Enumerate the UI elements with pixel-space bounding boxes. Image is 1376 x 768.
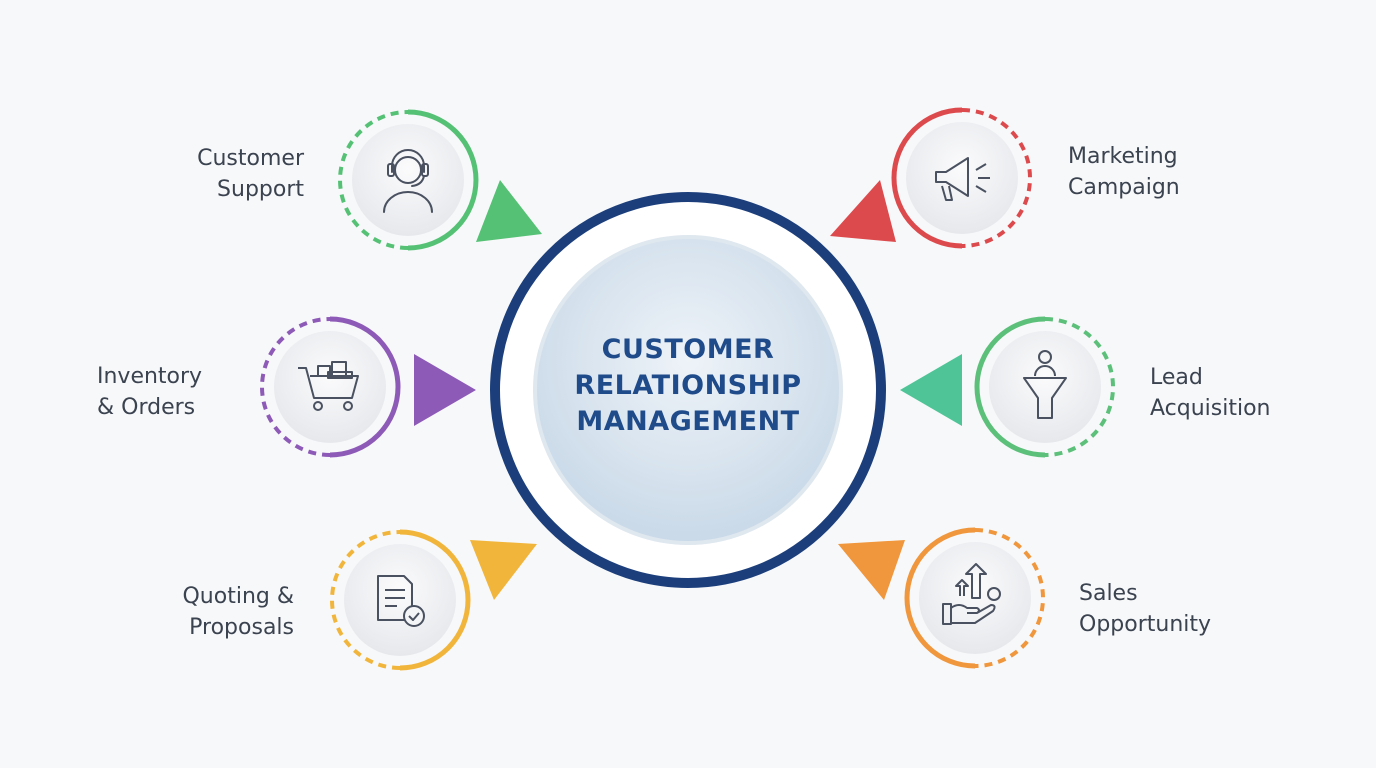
- label-line: Sales: [1079, 581, 1138, 606]
- funnel-person-icon: [1023, 350, 1067, 419]
- document-check-icon: [377, 575, 425, 627]
- center-title-line1: CUSTOMER: [601, 334, 775, 365]
- label-line: Quoting &: [182, 584, 294, 609]
- label-line: Opportunity: [1079, 612, 1212, 637]
- hand-growth-icon: [942, 563, 1001, 625]
- node-marketing-campaign: [891, 107, 1032, 249]
- arrow-lead-acquisition: [900, 354, 962, 426]
- headset-agent-icon: [383, 149, 433, 213]
- node-lead-acquisition: [974, 316, 1115, 458]
- arrow-inventory-orders: [414, 354, 476, 426]
- node-customer-support: [338, 109, 479, 251]
- label-lead-acquisition: Lead Acquisition: [1150, 362, 1271, 424]
- label-line: Customer: [197, 146, 304, 171]
- arrow-sales-opportunity: [838, 540, 905, 600]
- label-line: Acquisition: [1150, 396, 1271, 421]
- arrow-customer-support: [476, 180, 542, 242]
- label-line: Proposals: [189, 615, 294, 640]
- center-title-line3: MANAGEMENT: [576, 406, 800, 437]
- label-customer-support: Customer Support: [197, 143, 304, 205]
- label-line: Inventory: [97, 364, 203, 389]
- center-title: CUSTOMER RELATIONSHIP MANAGEMENT: [538, 332, 838, 440]
- arrow-quoting-proposals: [470, 540, 537, 600]
- label-line: Campaign: [1068, 175, 1180, 200]
- arrow-marketing-campaign: [830, 180, 896, 242]
- center-title-line2: RELATIONSHIP: [574, 370, 802, 401]
- label-marketing-campaign: Marketing Campaign: [1068, 141, 1180, 203]
- shopping-cart-icon: [298, 361, 359, 411]
- center-inner-circle: [533, 235, 843, 545]
- label-line: Support: [217, 177, 304, 202]
- node-quoting-proposals: [330, 529, 471, 671]
- megaphone-icon: [935, 157, 990, 201]
- label-quoting-proposals: Quoting & Proposals: [182, 581, 294, 643]
- label-line: Marketing: [1068, 144, 1178, 169]
- label-inventory-orders: Inventory & Orders: [97, 361, 202, 423]
- node-inventory-orders: [260, 316, 401, 458]
- label-sales-opportunity: Sales Opportunity: [1079, 578, 1211, 640]
- label-line: Lead: [1150, 365, 1203, 390]
- label-line: & Orders: [97, 395, 196, 420]
